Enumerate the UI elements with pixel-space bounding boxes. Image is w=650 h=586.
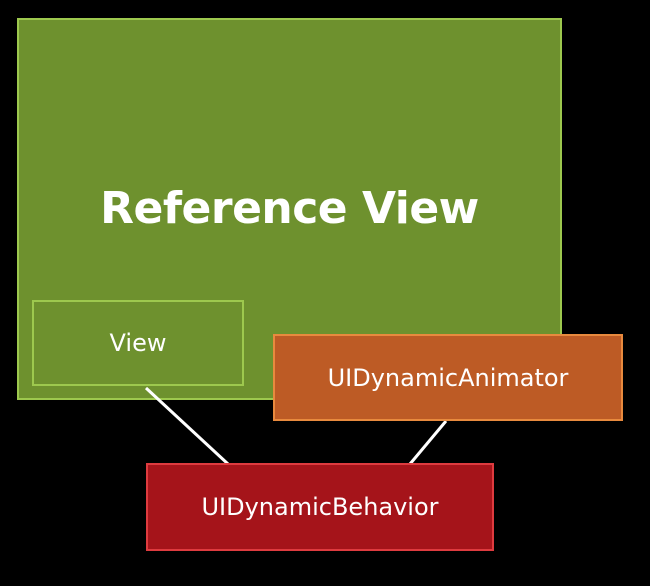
dynamic-behavior-box: UIDynamicBehavior — [146, 463, 494, 551]
dynamic-behavior-label: UIDynamicBehavior — [201, 493, 439, 521]
edge-view-to-behavior — [144, 386, 230, 466]
dynamic-animator-box: UIDynamicAnimator — [273, 334, 623, 421]
view-label: View — [109, 329, 167, 357]
view-box: View — [32, 300, 244, 386]
dynamic-animator-label: UIDynamicAnimator — [327, 363, 569, 392]
reference-view-label: Reference View — [100, 183, 479, 234]
edge-animator-to-behavior — [408, 420, 448, 465]
